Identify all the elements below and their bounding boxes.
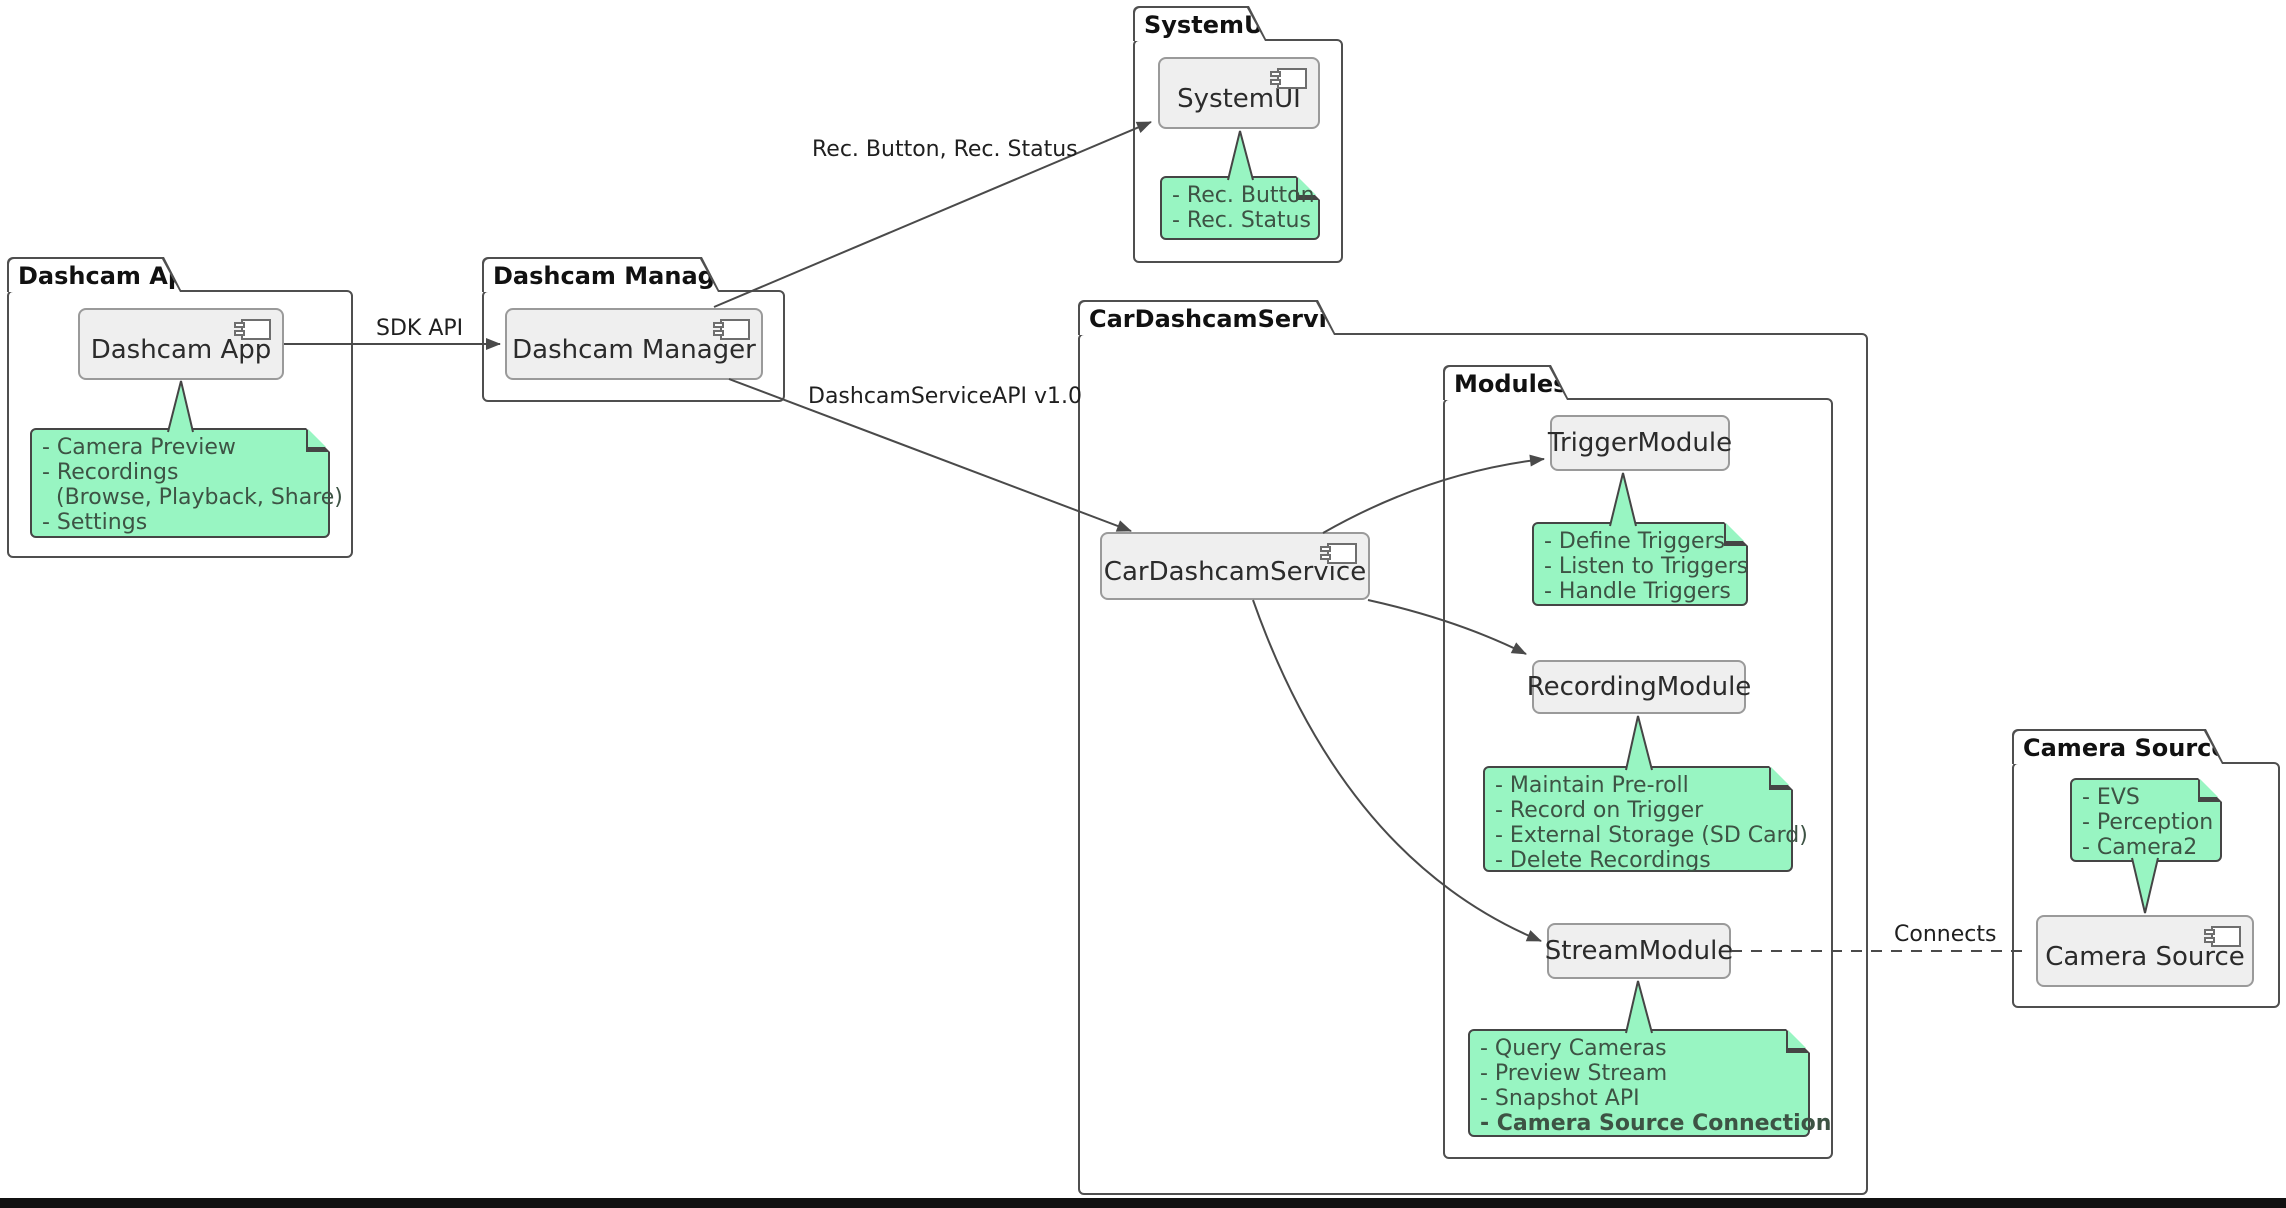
note-line: - Camera Source Connection [1480, 1111, 1832, 1136]
note-camera-source: - EVS - Perception - Camera2 [2070, 778, 2222, 862]
package-title: Dashcam Manager [484, 259, 718, 292]
package-tab-dashcam-manager: Dashcam Manager [482, 257, 720, 292]
component-label: CarDashcamService [1103, 557, 1367, 587]
package-title: CarDashcamService [1080, 302, 1334, 335]
component-label: Camera Source [2045, 942, 2245, 972]
note-line: - Record on Trigger [1495, 798, 1704, 823]
note-line: - Listen to Triggers [1544, 554, 1749, 579]
note-fold-icon [1724, 522, 1748, 546]
note-line: - Rec. Status [1172, 208, 1311, 233]
package-title: Modules [1445, 367, 1567, 400]
package-title: SystemUI [1135, 8, 1265, 41]
note-line: - Camera Preview [42, 435, 236, 460]
note-trigger-module: - Define Triggers - Listen to Triggers -… [1532, 522, 1748, 606]
edge-label-connects: Connects [1894, 922, 1997, 947]
package-tab-dashcam-app: Dashcam App [7, 257, 182, 292]
note-fold-icon [1786, 1029, 1810, 1053]
note-line: - Recordings [42, 460, 179, 485]
component-label: SystemUI [1177, 84, 1301, 114]
component-icon [1270, 68, 1307, 89]
note-recording-module: - Maintain Pre-roll - Record on Trigger … [1483, 766, 1808, 873]
note-line: - Query Cameras [1480, 1036, 1667, 1061]
edge-label-rec-button-status: Rec. Button, Rec. Status [812, 137, 1078, 162]
note-fold-icon [2198, 778, 2222, 802]
note-line: - External Storage (SD Card) [1495, 823, 1808, 848]
package-tab-camera-source: Camera Source [2012, 729, 2224, 764]
bottom-bar [0, 1198, 2286, 1208]
component-stream-module: StreamModule [1544, 923, 1734, 979]
component-label: Dashcam Manager [512, 335, 756, 365]
component-label: StreamModule [1544, 936, 1734, 966]
component-recording-module: RecordingModule [1527, 660, 1751, 714]
component-systemui: SystemUI [1158, 57, 1320, 129]
note-systemui: - Rec. Button - Rec. Status [1160, 176, 1320, 240]
note-line: - Maintain Pre-roll [1495, 773, 1689, 798]
note-fold-icon [1769, 766, 1793, 790]
note-line: (Browse, Playback, Share) [56, 485, 343, 510]
component-dashcam-app: Dashcam App [78, 308, 284, 380]
component-icon [2204, 926, 2241, 947]
package-tab-modules: Modules [1443, 365, 1569, 400]
package-tab-cardashcamservice: CarDashcamService [1078, 300, 1336, 335]
component-camera-source: Camera Source [2036, 915, 2254, 987]
note-line: - Handle Triggers [1544, 579, 1731, 604]
component-label: Dashcam App [90, 335, 272, 365]
note-line: - Perception [2082, 810, 2214, 835]
component-label: TriggerModule [1547, 428, 1733, 458]
edge-label-dashcamserviceapi: DashcamServiceAPI v1.0 [808, 384, 1082, 409]
note-line: - EVS [2082, 785, 2140, 810]
component-trigger-module: TriggerModule [1547, 415, 1733, 471]
component-icon [713, 319, 750, 340]
component-icon [234, 319, 271, 340]
note-line: - Define Triggers [1544, 529, 1726, 554]
package-title: Dashcam App [9, 259, 180, 292]
edge-label-sdk-api: SDK API [376, 316, 464, 341]
component-label: RecordingModule [1526, 672, 1752, 702]
component-icon [1320, 543, 1357, 564]
component-cardashcamservice: CarDashcamService [1100, 532, 1370, 600]
note-line: - Rec. Button [1172, 183, 1315, 208]
note-fold-icon [306, 428, 330, 452]
note-line: - Delete Recordings [1495, 848, 1711, 873]
component-dashcam-manager: Dashcam Manager [505, 308, 763, 380]
note-dashcam-app: - Camera Preview - Recordings (Browse, P… [30, 428, 343, 538]
note-fold-icon [1296, 176, 1320, 200]
note-line: - Snapshot API [1480, 1086, 1640, 1111]
note-line: - Preview Stream [1480, 1061, 1668, 1086]
note-line: - Camera2 [2082, 835, 2198, 860]
package-tab-systemui: SystemUI [1133, 6, 1267, 41]
package-title: Camera Source [2014, 731, 2222, 764]
note-stream-module: - Query Cameras - Preview Stream - Snaps… [1468, 1029, 1832, 1137]
note-line: - Settings [42, 510, 148, 535]
